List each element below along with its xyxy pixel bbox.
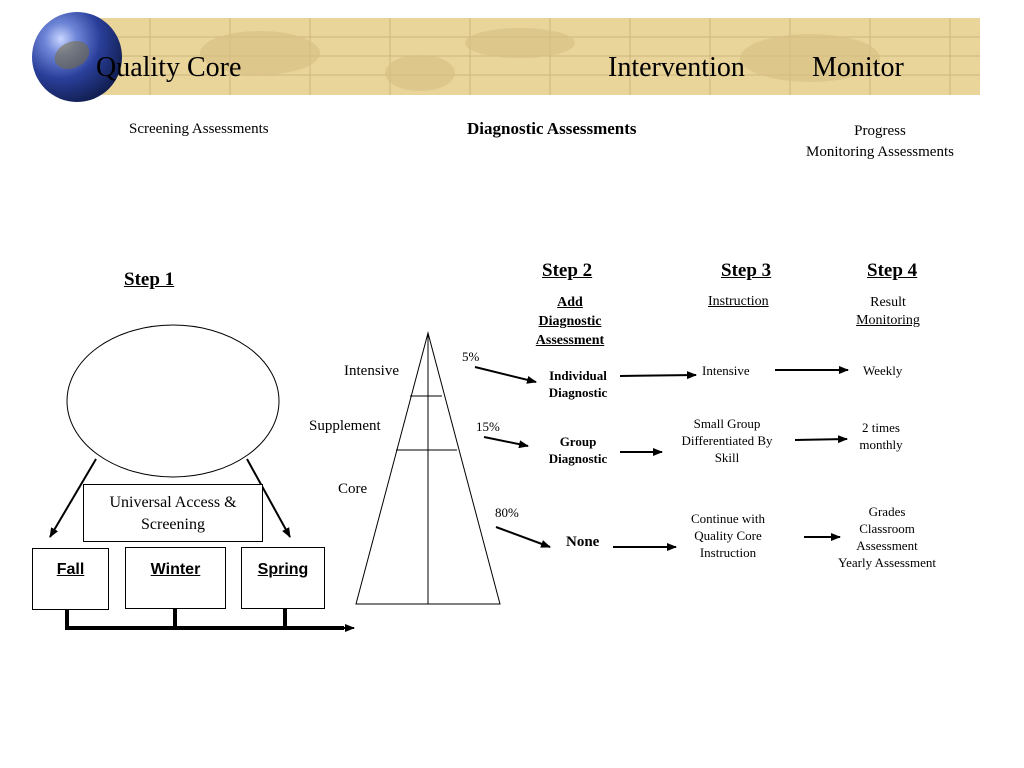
step2-head-line-3: Assessment (535, 333, 605, 348)
grades-line-2: Classroom (859, 521, 915, 536)
arrow-smallgroup-to-2times (794, 435, 848, 444)
individual-diagnostic: Individual Diagnostic (540, 367, 616, 401)
none-label: None (566, 534, 600, 550)
continue-line-2: Quality Core (694, 528, 762, 543)
percent-80: 80% (495, 505, 519, 520)
season-spring: Spring (257, 561, 309, 578)
title-intervention: Intervention (608, 52, 745, 83)
arrow-individual-to-intensive (619, 371, 697, 380)
two-times-line-2: monthly (859, 437, 903, 452)
arrow-to-fall (49, 458, 97, 538)
continue-line-3: Instruction (699, 545, 757, 560)
screening-assessments-label: Screening Assessments (129, 121, 269, 137)
diagnostic-assessments-label: Diagnostic Assessments (467, 119, 637, 138)
group-diagnostic: Group Diagnostic (540, 433, 616, 467)
level-intensive: Intensive (344, 363, 399, 379)
step3-label: Step 3 (721, 260, 772, 281)
globe-logo (32, 12, 122, 102)
step4-label: Step 4 (867, 260, 918, 281)
season-box-winter: Winter (125, 547, 226, 609)
small-group-line-3: Skill (714, 450, 740, 465)
monitoring-line: Monitoring (856, 313, 920, 328)
progress-line-2: Monitoring Assessments (806, 144, 954, 160)
percent-15: 15% (476, 419, 500, 434)
step2-label: Step 2 (542, 260, 593, 281)
season-box-fall: Fall (32, 548, 109, 610)
step1-label: Step 1 (124, 269, 175, 290)
progress-line-1: Progress (854, 123, 906, 139)
continue-line-1: Continue with (690, 511, 766, 526)
level-supplement: Supplement (309, 418, 381, 434)
universal-access-box: Universal Access & Screening (83, 484, 263, 542)
title-quality-core: Quality Core (96, 52, 242, 83)
arrow-80pct (495, 526, 551, 548)
monitor-2-times: 2 times monthly (848, 419, 914, 453)
small-group-line-1: Small Group (693, 416, 761, 431)
arrow-to-spring (246, 458, 291, 538)
world-map-texture (90, 18, 980, 95)
arrow-15pct (483, 436, 529, 449)
universal-access-line-1: Universal Access & (109, 494, 237, 511)
instruction-small-group: Small Group Differentiated By Skill (672, 415, 782, 466)
progress-monitoring-label: Progress Monitoring Assessments (795, 121, 965, 163)
level-core: Core (338, 481, 368, 497)
grades-line-4: Yearly Assessment (838, 555, 936, 570)
step1-oval (66, 324, 280, 478)
monitor-grades: Grades Classroom Assessment Yearly Asses… (826, 503, 948, 571)
result-monitoring-heading: Result Monitoring (840, 294, 936, 330)
grades-line-1: Grades (868, 504, 906, 519)
result-line: Result (870, 295, 906, 310)
season-timeline (65, 608, 344, 630)
add-diagnostic-assessment-heading: Add Diagnostic Assessment (522, 293, 618, 350)
title-monitor: Monitor (812, 52, 904, 83)
percent-5: 5% (462, 349, 480, 364)
instruction-intensive: Intensive (702, 363, 750, 378)
step2-head-line-1: Add (557, 295, 583, 310)
individual-diagnostic-line-1: Individual (549, 368, 607, 383)
group-diagnostic-line-1: Group (559, 434, 597, 449)
individual-diagnostic-line-2: Diagnostic (548, 385, 608, 400)
season-winter: Winter (150, 561, 201, 578)
monitor-weekly: Weekly (863, 363, 903, 378)
universal-access-line-2: Screening (141, 516, 205, 533)
small-group-line-2: Differentiated By (681, 433, 773, 448)
two-times-line-1: 2 times (862, 420, 900, 435)
grades-line-3: Assessment (856, 538, 918, 553)
instruction-continue: Continue with Quality Core Instruction (680, 510, 776, 561)
season-box-spring: Spring (241, 547, 325, 609)
header-banner (90, 18, 980, 95)
group-diagnostic-line-2: Diagnostic (548, 451, 608, 466)
arrow-5pct (474, 366, 537, 384)
season-fall: Fall (56, 561, 85, 578)
step2-head-line-2: Diagnostic (538, 314, 602, 329)
instruction-heading: Instruction (708, 294, 769, 309)
